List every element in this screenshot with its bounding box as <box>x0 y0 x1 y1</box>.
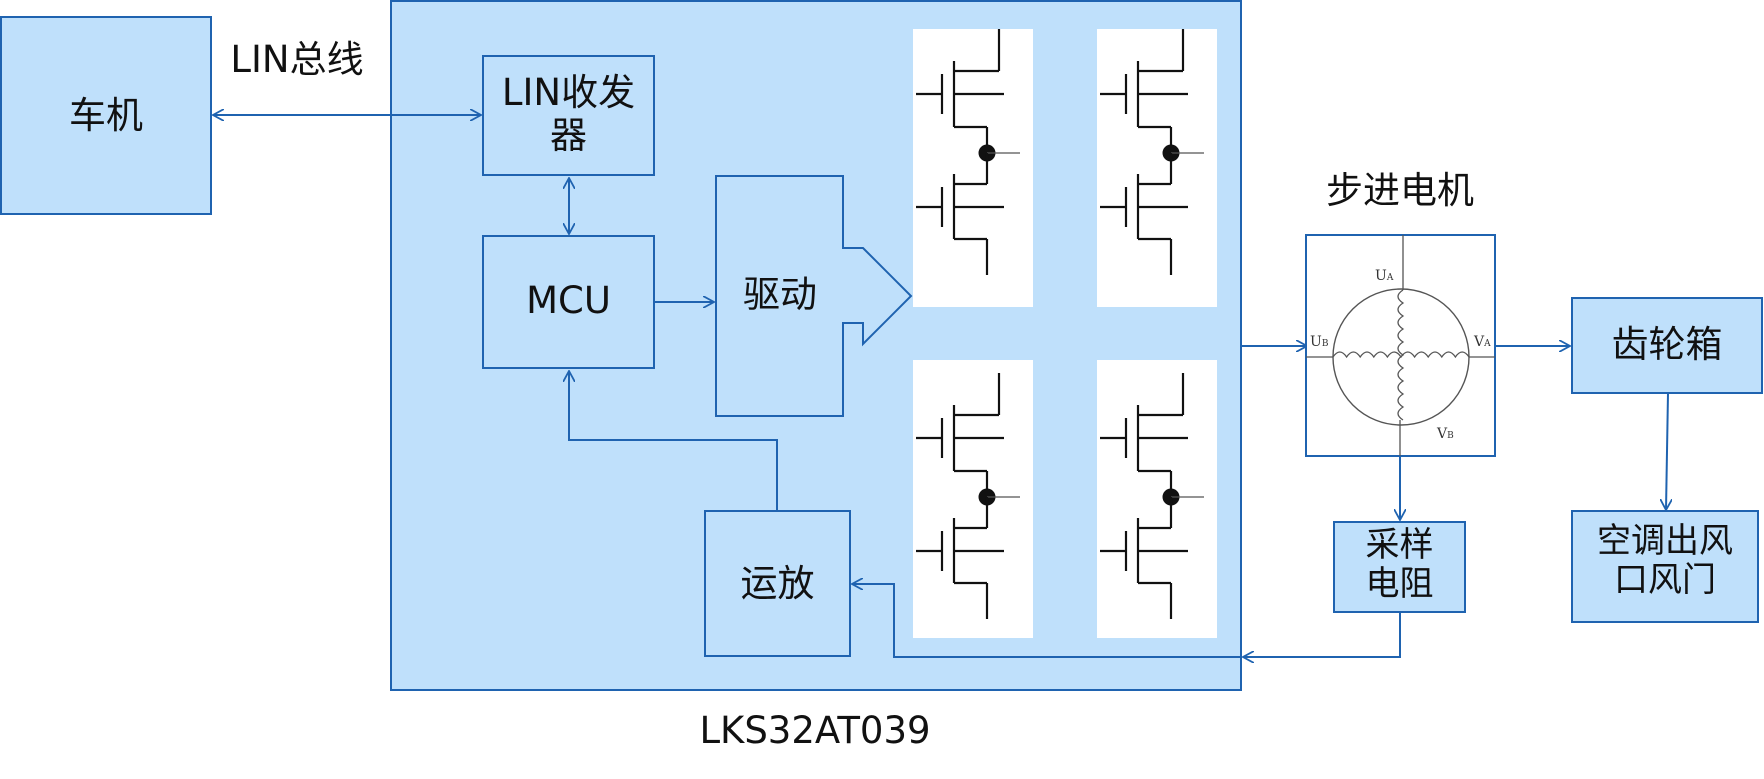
vent-door-label: 空调出风 口风门 <box>1572 521 1758 601</box>
chip-opamp-arrow <box>852 584 1241 658</box>
terminal-ua-label: UA <box>1375 268 1394 284</box>
lin-bus-label: LIN总线 <box>230 38 364 81</box>
mcu-box <box>482 235 655 369</box>
mosfet-panel-4 <box>1097 360 1217 638</box>
lin-transceiver-line2: 器 <box>550 113 587 157</box>
terminal-ub-label: UB <box>1310 334 1329 350</box>
gearbox-label: 齿轮箱 <box>1611 323 1723 366</box>
chip-name-label: LKS32AT039 <box>699 709 931 752</box>
stepper-motor-label: 步进电机 <box>1326 169 1474 212</box>
resistor-chip-arrow <box>1243 612 1401 657</box>
lin-transceiver-box <box>482 55 655 176</box>
head-unit-box <box>0 16 212 215</box>
stepper-motor-symbol <box>1305 234 1496 457</box>
terminal-va-label: VA <box>1474 334 1491 350</box>
gearbox-vent-arrow <box>1666 392 1668 510</box>
terminal-vb-label: VB <box>1437 426 1454 442</box>
driver-arrow-box <box>715 175 913 417</box>
driver-label: 驱动 <box>743 273 817 316</box>
opamp-mcu-arrow <box>569 371 778 511</box>
lin-transceiver-label: LIN收发 器 <box>483 71 654 157</box>
mosfet-panel-1 <box>913 29 1033 307</box>
vent-door-box <box>1571 510 1759 623</box>
op-amp-box <box>704 510 851 657</box>
mosfet-panel-3 <box>913 360 1033 638</box>
head-unit-label: 车机 <box>69 94 143 137</box>
sampling-resistor-line1: 采样 <box>1365 525 1434 565</box>
gearbox-box <box>1571 297 1763 394</box>
mcu-label: MCU <box>526 279 611 322</box>
mosfet-panel-2 <box>1097 29 1217 307</box>
op-amp-label: 运放 <box>740 562 815 605</box>
vent-door-line2: 口风门 <box>1614 560 1716 601</box>
sampling-resistor-label: 采样 电阻 <box>1334 525 1465 605</box>
vent-door-line1: 空调出风 <box>1597 521 1733 561</box>
lin-transceiver-line1: LIN收发 <box>501 71 636 114</box>
sampling-resistor-line2: 电阻 <box>1365 564 1434 605</box>
